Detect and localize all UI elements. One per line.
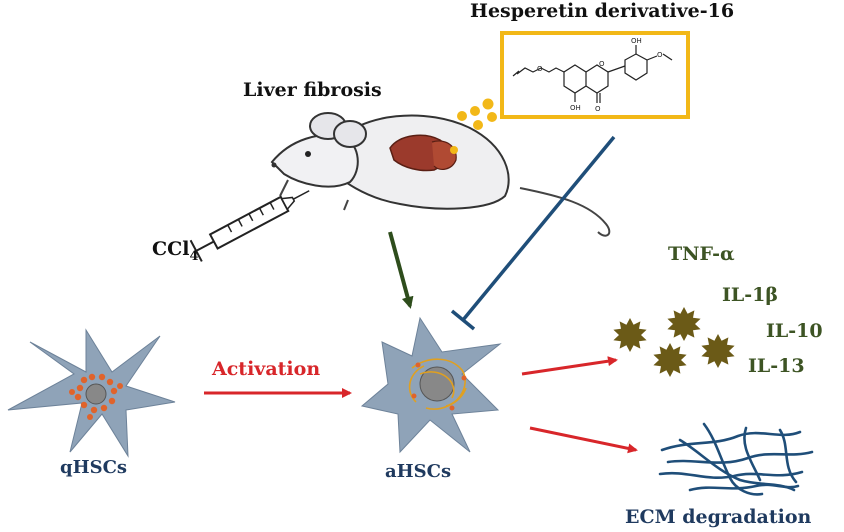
compound-name-label: Hesperetin derivative-16 bbox=[470, 0, 735, 22]
ccl4-subscript: 4 bbox=[189, 249, 199, 264]
structure-atom-labels: OH OH O O O O bbox=[537, 37, 663, 113]
liver-dot bbox=[450, 146, 458, 154]
ecm-arrow bbox=[529, 426, 638, 454]
mouse-illustration bbox=[270, 112, 611, 237]
atom-oh-bottom: OH bbox=[570, 104, 581, 112]
mouse-head bbox=[270, 134, 359, 188]
syringe bbox=[189, 190, 310, 262]
ahsc-cell bbox=[360, 316, 502, 454]
mouse-eye bbox=[305, 151, 311, 157]
qhsc-nucleus bbox=[85, 383, 107, 405]
cytokine-stars bbox=[613, 307, 735, 377]
ccl4-label: CCl4 bbox=[152, 238, 199, 264]
cytokine-star bbox=[701, 334, 735, 368]
ccl4-base: CCl bbox=[152, 238, 190, 260]
qhsc-label: qHSCs bbox=[60, 457, 128, 478]
mouse-front-leg bbox=[279, 179, 289, 197]
cytokine-label-il1b: IL-1β bbox=[722, 284, 778, 306]
cytokine-star bbox=[667, 307, 701, 341]
qhsc-cell bbox=[7, 328, 176, 458]
atom-methoxy-o: O bbox=[657, 51, 663, 59]
compound-frame bbox=[500, 31, 690, 119]
cytokine-arrow bbox=[521, 356, 618, 376]
ahsc-label: aHSCs bbox=[385, 461, 452, 482]
cytokine-label-il10: IL-10 bbox=[766, 320, 823, 342]
ccl4-induction-arrow bbox=[388, 231, 414, 309]
mouse-hind-leg bbox=[343, 199, 349, 211]
atom-oh-top: OH bbox=[631, 37, 642, 45]
ecm-label: ECM degradation bbox=[625, 506, 812, 528]
cytokine-label-tnf: TNF-α bbox=[668, 243, 735, 265]
inhibition-line bbox=[450, 135, 616, 331]
ahsc-lipid-droplets bbox=[411, 362, 467, 411]
disease-label: Liver fibrosis bbox=[243, 79, 382, 101]
liver-lobe bbox=[431, 140, 457, 170]
ecm-fibers bbox=[658, 422, 814, 496]
activation-label: Activation bbox=[212, 358, 321, 380]
atom-ketone-o: O bbox=[595, 105, 601, 113]
mouse-ear-right bbox=[333, 120, 367, 148]
atom-ether-o: O bbox=[537, 65, 543, 73]
cytokine-star bbox=[613, 318, 647, 352]
structure-bonds bbox=[512, 45, 673, 103]
atom-ring-o: O bbox=[599, 60, 605, 68]
mouse-tail bbox=[519, 187, 611, 237]
compound-structure: OH OH O O O O bbox=[500, 31, 690, 119]
ahsc-fibers bbox=[408, 358, 467, 410]
qhsc-lipid-droplets bbox=[69, 373, 123, 420]
mouse-nose bbox=[271, 162, 277, 168]
cytokine-star bbox=[653, 343, 687, 377]
cytokine-label-il13: IL-13 bbox=[748, 355, 805, 377]
